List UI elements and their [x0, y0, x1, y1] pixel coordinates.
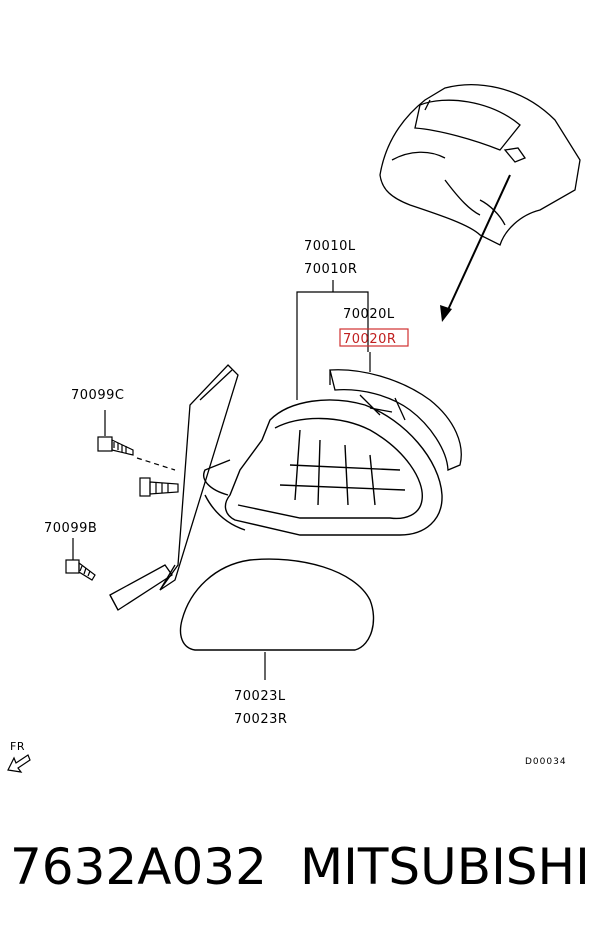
label-70020l: 70020L	[343, 307, 395, 322]
label-70010r: 70010R	[304, 262, 357, 277]
diagram-code: D00034	[525, 757, 567, 767]
screw-b	[65, 559, 96, 581]
mirror-cover	[329, 369, 462, 471]
footer: 7632A032 MITSUBISHI	[0, 820, 600, 920]
label-70010l: 70010L	[304, 239, 356, 254]
mirror-parts-diagram: 70010L 70010R 70020L 70020R 70099C 70099…	[7, 84, 581, 773]
label-70099c: 70099C	[71, 388, 124, 403]
part-number: 7632A032	[10, 838, 267, 896]
bolt	[139, 477, 179, 497]
mirror-housing	[203, 399, 443, 536]
front-arrow-icon	[7, 754, 31, 773]
label-70099b: 70099B	[44, 521, 97, 536]
door-panel	[109, 364, 239, 611]
highlight-box	[339, 328, 409, 347]
car-illustration	[379, 84, 581, 246]
label-70023r: 70023R	[234, 712, 287, 727]
leader-lines	[72, 280, 371, 680]
screw-c	[97, 436, 176, 471]
front-label: FR	[10, 740, 25, 753]
mirror-glass	[179, 558, 375, 651]
label-70020r: 70020R	[343, 332, 396, 347]
label-70023l: 70023L	[234, 689, 286, 704]
brand-name: MITSUBISHI	[300, 838, 590, 896]
